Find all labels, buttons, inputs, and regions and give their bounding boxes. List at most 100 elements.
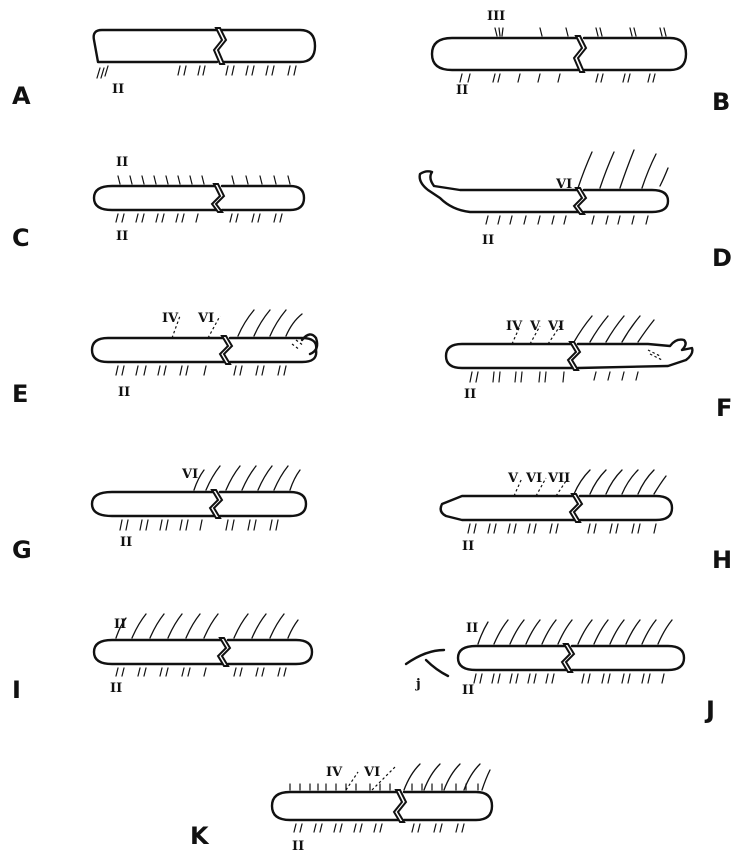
roman-label-h-3: VII [547,471,570,486]
roman-label-f-4: II [464,387,476,402]
panel-letter-k: K [190,822,210,850]
cell-body-b1 [432,38,578,70]
panel-I: I II II [12,614,312,704]
ventral-kineties-h [468,524,656,533]
roman-label-f-1: IV [506,319,523,334]
panel-letter-b: B [712,88,730,116]
roman-label-h-1: V [507,471,519,486]
panel-letter-h: H [712,546,732,574]
panel-H: H V VI VII II [441,470,732,574]
roman-label-h-2: VI [525,471,542,486]
break-mark-e [220,336,232,364]
dorsal-cilia-i [116,614,298,638]
cell-body-g2 [220,492,306,516]
dorsal-cilia-e [238,310,304,350]
panel-D: D VI II [420,150,732,272]
break-mark-a [214,28,226,64]
roman-label-g-2: II [120,535,132,550]
break-mark-c [212,184,224,212]
roman-label-e-3: II [118,385,130,400]
cell-body-h2 [580,496,672,520]
ventral-kineties-j [474,674,664,683]
cell-body-c2 [222,186,304,210]
ventral-kineties-k [294,824,464,832]
roman-label-f-2: V [529,319,541,334]
roman-label-b-2: II [456,83,468,98]
roman-label-c-1: II [116,155,128,170]
panel-C: C II II [12,155,304,252]
cell-body-k1 [272,792,398,820]
roman-label-k-1: IV [326,765,343,780]
dorsal-cilia-f [574,316,662,360]
ventral-kineties-f [470,372,638,382]
ventral-kineties-i [116,668,286,676]
roman-label-i-1: II [114,617,126,632]
panel-letter-j: J [704,696,715,724]
cell-body-f2 [578,340,692,368]
panel-J: J II II j [406,620,715,724]
panel-letter-a: A [12,82,31,110]
roman-label-h-4: II [462,539,474,554]
panel-letter-c: C [12,224,30,252]
break-mark-d [574,188,586,214]
panel-B: B III II [432,9,730,116]
cell-body-d1 [420,171,578,212]
ventral-kineties-g [120,520,278,530]
panel-letter-g: G [12,536,32,564]
detached-structure-j [406,650,448,676]
panel-F: F IV V VI II [446,316,732,422]
roman-label-c-2: II [116,229,128,244]
break-mark-h [570,494,582,522]
ventral-kineties-e [116,366,286,375]
cell-body-a1 [94,30,217,62]
cell-body-d2 [584,190,668,212]
roman-label-d-2: II [482,233,494,248]
dorsal-granules-k [290,784,478,790]
panel-letter-f: F [716,394,732,422]
break-mark-f [568,342,580,370]
roman-label-d-1: VI [555,177,572,192]
cell-body-k2 [404,792,492,820]
roman-label-j-3: j [415,677,421,692]
ventral-kineties-a [97,66,296,78]
dorsal-kineties-b [495,28,666,36]
panel-K: K IV VI II [190,764,492,854]
cell-body-e2 [230,338,316,362]
dorsal-cilia-h [574,470,666,494]
cell-body-a2 [222,30,315,62]
cell-body-e1 [92,338,224,362]
roman-label-e-1: IV [162,311,179,326]
panel-A: A II [12,28,315,110]
roman-label-f-3: VI [547,319,564,334]
break-mark-k [394,790,406,822]
cell-body-g1 [92,492,214,516]
cell-body-i1 [94,640,222,664]
cell-body-i2 [228,640,312,664]
dorsal-kineties-c [118,176,290,184]
break-mark-b [574,36,586,72]
cell-body-c1 [94,186,216,210]
ventral-kineties-b [460,74,655,82]
roman-label-e-2: VI [197,311,214,326]
panel-letter-e: E [12,380,28,408]
dorsal-cilia-j [478,620,672,644]
roman-label-k-3: II [292,839,304,854]
break-mark-i [218,638,230,666]
cell-body-f1 [446,344,572,368]
cell-body-j1 [458,646,566,670]
ventral-kineties-d [486,216,648,224]
cell-body-j2 [572,646,684,670]
break-mark-g [210,490,222,518]
cell-body-b2 [584,38,686,70]
roman-label-j-2: II [462,683,474,698]
roman-label-k-2: VI [363,765,380,780]
panel-letter-d: D [712,244,732,272]
dorsal-cilia-d [578,150,668,188]
ventral-kineties-c [116,214,282,222]
dorsal-cilia-k [404,764,490,790]
break-mark-j [562,644,574,672]
panel-letter-i: I [12,676,21,704]
roman-label-a-1: II [112,82,124,97]
panel-E: E IV VI II [12,310,317,408]
